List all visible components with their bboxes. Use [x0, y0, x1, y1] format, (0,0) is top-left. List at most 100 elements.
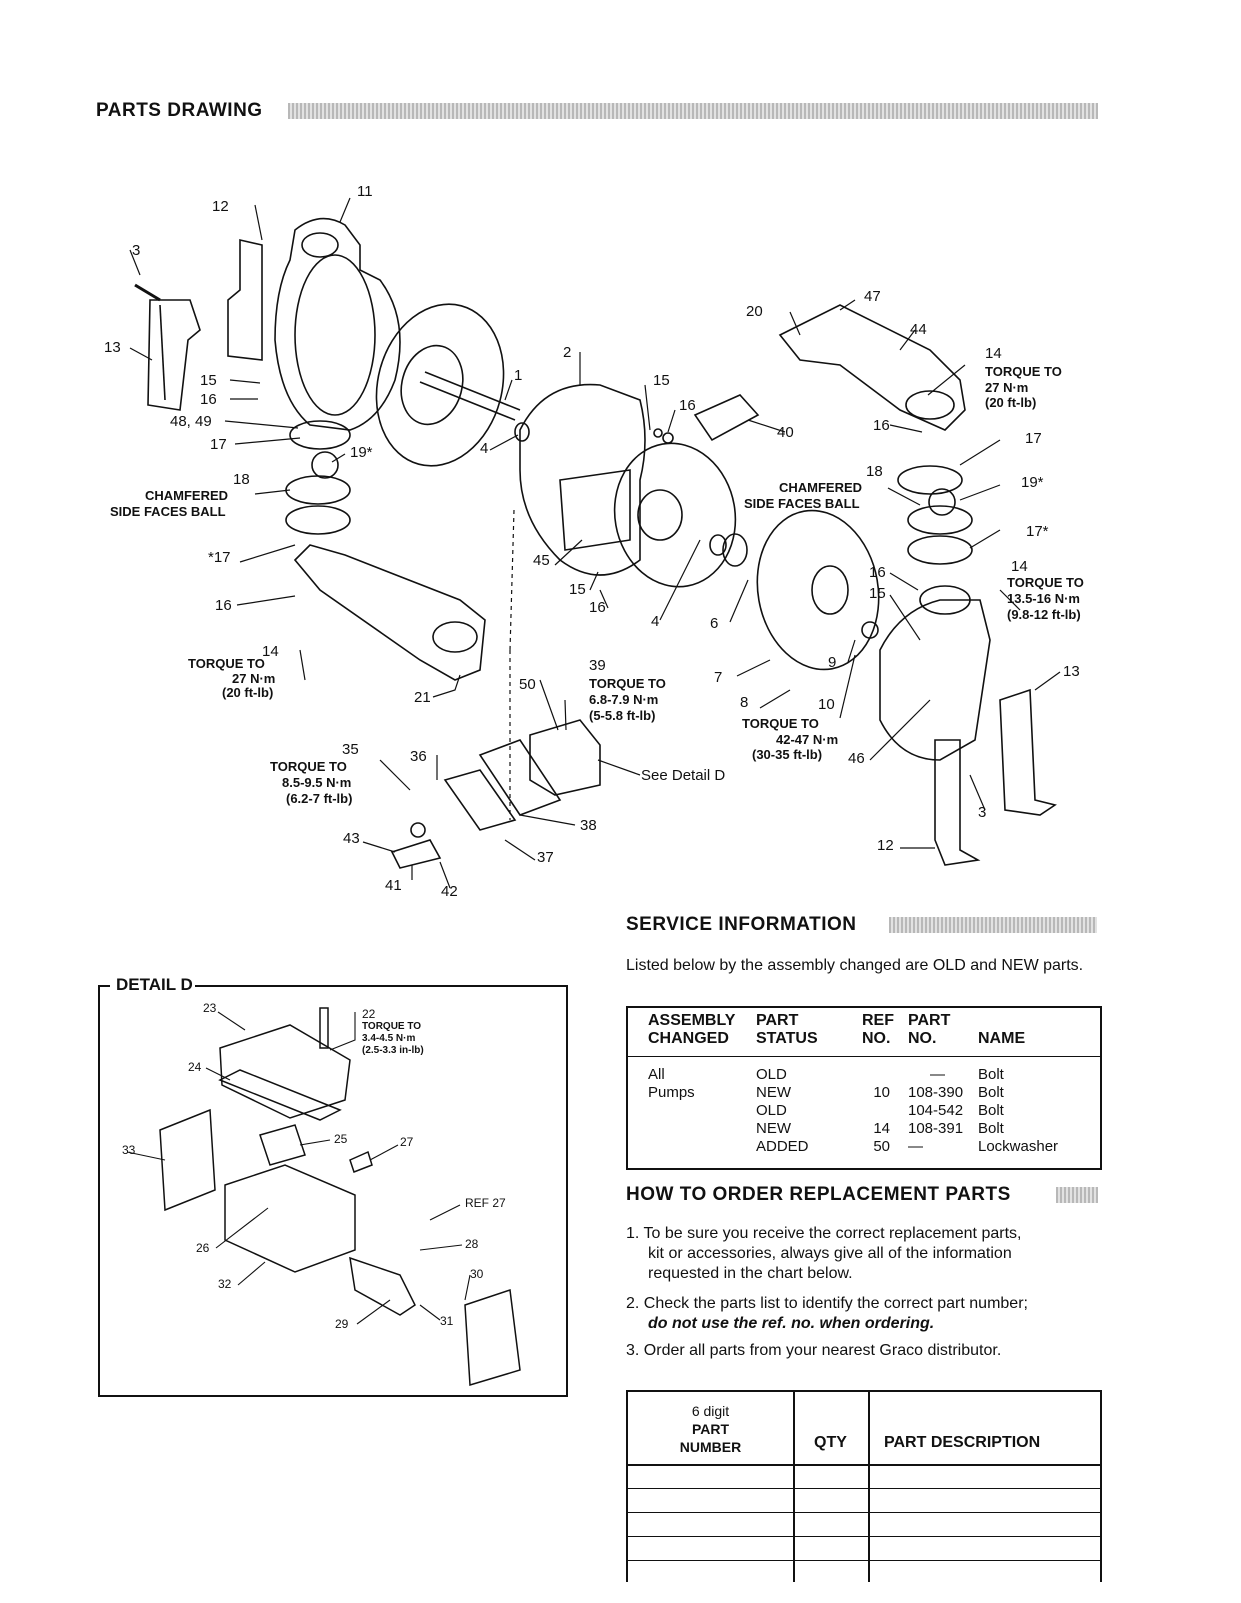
left-outer-cover — [274, 217, 401, 431]
service-intro: Listed below by the assembly changed are… — [626, 957, 1084, 974]
callout-16-right-b: 16 — [869, 564, 886, 581]
order-header-description: PART DESCRIPTION — [884, 1434, 1041, 1451]
detail-callout-31: 31 — [440, 1314, 454, 1328]
detail-callout-23: 23 — [203, 1001, 217, 1015]
table-row: 10 — [873, 1084, 890, 1101]
table-row: 108-391 — [908, 1120, 964, 1137]
torque-label-14-right: TORQUE TO — [1007, 575, 1084, 590]
callout-11: 11 — [357, 183, 373, 200]
torque-value-35-nm: 8.5-9.5 N·m — [282, 775, 352, 790]
callout-9: 9 — [828, 654, 837, 671]
right-diaphragm-plate — [613, 442, 737, 588]
table-row: Bolt — [978, 1084, 1004, 1101]
callout-1: 1 — [514, 367, 523, 384]
detail-plate-left — [159, 1108, 216, 1212]
callout-3-right: 3 — [978, 804, 987, 821]
service-header-assembly: ASSEMBLY CHANGED — [648, 1012, 736, 1047]
callout-20: 20 — [746, 303, 763, 320]
torque-value-10-ftlb: (30-35 ft-lb) — [752, 747, 823, 762]
service-assembly-cell: All Pumps — [648, 1066, 695, 1101]
parts-drawing-header-bar — [288, 103, 1098, 119]
order-step-3: 3. Order all parts from your nearest Gra… — [626, 1342, 1002, 1359]
table-row: 104-542 — [908, 1102, 964, 1119]
right-diaphragm — [756, 509, 880, 671]
callout-3: 3 — [132, 242, 141, 259]
chamfered-label-left: CHAMFERED — [145, 488, 229, 503]
table-row: Bolt — [978, 1120, 1004, 1137]
air-fitting — [390, 839, 442, 869]
detail-top-block — [219, 1024, 351, 1119]
callout-44: 44 — [910, 321, 927, 338]
callout-45: 45 — [533, 552, 550, 569]
torque-label-35: TORQUE TO — [270, 759, 347, 774]
right-outer-cover — [879, 599, 991, 761]
callout-38: 38 — [580, 817, 597, 834]
parts-drawing-heading: PARTS DRAWING — [96, 100, 263, 121]
order-row-line — [628, 1512, 1100, 1513]
table-row: OLD — [756, 1066, 787, 1083]
callout-16-left-b: 16 — [215, 597, 232, 614]
how-to-order-heading: HOW TO ORDER REPLACEMENT PARTS — [626, 1184, 1011, 1205]
callout-15-mid: 15 — [653, 372, 670, 389]
detail-pin — [349, 1150, 373, 1173]
table-row: 108-390 — [908, 1084, 964, 1101]
chamfered-label-right: CHAMFERED — [779, 480, 863, 495]
callout-14-right: 14 — [1011, 558, 1028, 575]
callout-15-left: 15 — [200, 372, 217, 389]
torque-value-14-left-ftlb: (20 ft-lb) — [222, 685, 274, 700]
callout-12: 12 — [212, 198, 229, 215]
bottom-manifold — [293, 544, 486, 681]
service-name-column: Bolt Bolt Bolt Bolt Lockwasher — [978, 1066, 1058, 1156]
table-row: NEW — [756, 1120, 791, 1137]
callout-48-49: 48, 49 — [170, 413, 212, 430]
shaft — [419, 371, 521, 421]
callout-47: 47 — [864, 288, 881, 305]
callout-16-right: 16 — [873, 417, 890, 434]
detail-callout-26: 26 — [196, 1241, 210, 1255]
callout-19-left: 19* — [350, 444, 373, 461]
order-form-table: 6 digit PART NUMBER QTY PART DESCRIPTION — [626, 1390, 1102, 1582]
callout-41: 41 — [385, 877, 402, 894]
torque-value-14-top-nm: 27 N·m — [985, 380, 1029, 395]
left-bracket — [147, 299, 201, 411]
order-row-line — [628, 1464, 1100, 1466]
detail-callout-27: 27 — [400, 1135, 414, 1149]
order-step-1: 1. To be sure you receive the correct re… — [626, 1225, 1022, 1282]
air-valve-block — [529, 719, 601, 796]
table-row: 14 — [873, 1120, 890, 1137]
callout-4-top: 4 — [480, 440, 489, 457]
callout-6: 6 — [710, 615, 719, 632]
detail-gasket — [218, 1069, 342, 1121]
table-row: Bolt — [978, 1066, 1004, 1083]
callout-17-left-b: *17 — [208, 549, 231, 566]
table-row: — — [930, 1066, 945, 1083]
torque-value-35-ftlb: (6.2-7 ft-lb) — [286, 791, 353, 806]
callout-17-left: 17 — [210, 436, 227, 453]
torque-value-39-ftlb: (5-5.8 ft-lb) — [589, 708, 656, 723]
callout-15-low: 15 — [569, 581, 586, 598]
callout-13: 13 — [104, 339, 121, 356]
callout-13-right: 13 — [1063, 663, 1080, 680]
service-header-part-no: PART NO. — [908, 1012, 951, 1047]
table-row: ADDED — [756, 1138, 809, 1155]
order-step-2: 2. Check the parts list to identify the … — [626, 1295, 1028, 1332]
center-housing — [519, 383, 646, 576]
side-faces-ball-label-left: SIDE FACES BALL — [110, 504, 226, 519]
service-ref-column: 10 14 50 — [868, 1066, 890, 1156]
order-col-divider-2 — [868, 1392, 870, 1582]
callout-4-low: 4 — [651, 613, 660, 630]
table-row: OLD — [756, 1102, 787, 1119]
detail-body — [224, 1164, 356, 1273]
torque-label-14-top: TORQUE TO — [985, 364, 1062, 379]
callout-17-right: 17 — [1025, 430, 1042, 447]
order-header-bar — [1056, 1187, 1098, 1203]
detail-callout-29: 29 — [335, 1317, 349, 1331]
air-valve-cover — [443, 769, 517, 831]
callout-46: 46 — [848, 750, 865, 767]
callout-10: 10 — [818, 696, 835, 713]
callout-14-top: 14 — [985, 345, 1002, 362]
air-valve-cylinder — [693, 394, 760, 442]
order-header-qty: QTY — [814, 1434, 847, 1451]
order-row-line — [628, 1560, 1100, 1561]
callout-17-right-b: 17* — [1026, 523, 1049, 540]
